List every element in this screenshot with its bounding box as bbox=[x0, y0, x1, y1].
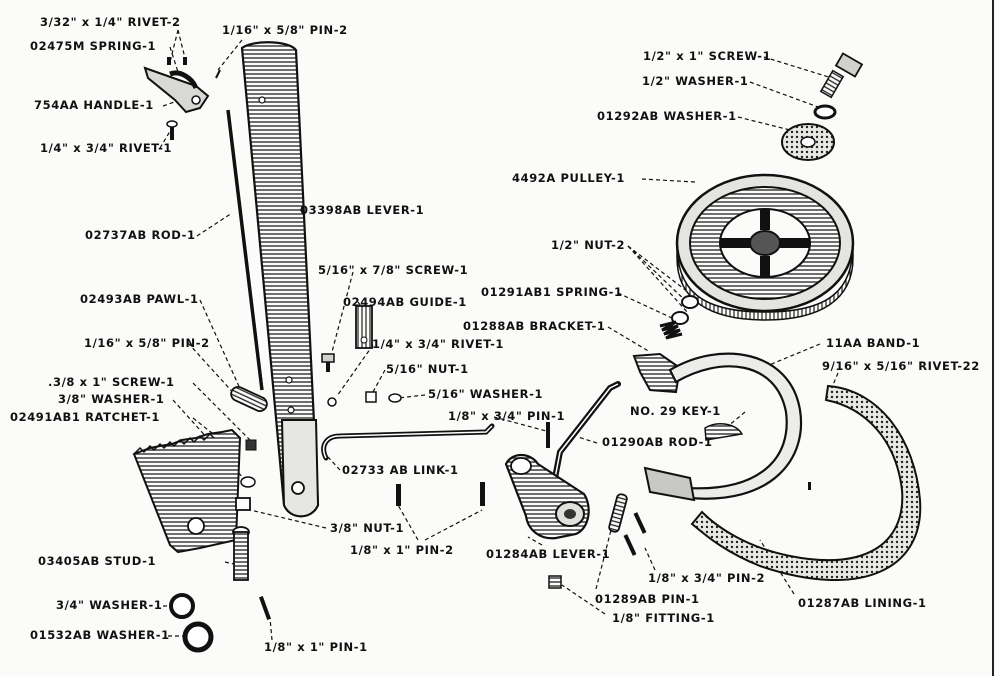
label-rivet-332-x-14: 3/32" x 1/4" RIVET-2 bbox=[40, 15, 181, 29]
label-fitting-18: 1/8" FITTING-1 bbox=[612, 611, 715, 625]
link-part bbox=[321, 423, 495, 461]
label-screw-38-1: .3/8 x 1" SCREW-1 bbox=[48, 375, 175, 389]
label-nut-38: 3/8" NUT-1 bbox=[330, 521, 405, 535]
pin-right-mid-part bbox=[546, 422, 550, 448]
label-washer-01292ab: 01292AB WASHER-1 bbox=[597, 109, 737, 123]
bracket-part bbox=[632, 352, 682, 394]
lining-part bbox=[690, 384, 922, 581]
label-pawl-02493ab: 02493AB PAWL-1 bbox=[80, 292, 199, 306]
pin-mid-parts bbox=[396, 482, 485, 506]
screw-part bbox=[321, 353, 335, 372]
label-rivet-14-34-mid: 1/4" x 3/4" RIVET-1 bbox=[372, 337, 505, 351]
lever-right-part bbox=[504, 453, 590, 540]
ratchet-part bbox=[132, 428, 242, 554]
label-nut-516: 5/16" NUT-1 bbox=[386, 362, 469, 376]
pin-bottom-part bbox=[259, 596, 271, 620]
label-rivet-916-516: 9/16" x 5/16" RIVET-22 bbox=[822, 359, 980, 373]
label-key-no29: NO. 29 KEY-1 bbox=[630, 404, 721, 418]
label-band-11aa: 11AA BAND-1 bbox=[826, 336, 921, 350]
guide-part bbox=[355, 305, 373, 349]
pawl-part bbox=[230, 386, 268, 412]
label-rivet-14-34: 1/4" x 3/4" RIVET-1 bbox=[40, 141, 173, 155]
label-pin-116-58-mid: 1/16" x 5/8" PIN-2 bbox=[84, 336, 210, 350]
label-ratchet-02491ab1: 02491AB1 RATCHET-1 bbox=[10, 410, 161, 424]
label-pin-01289ab: 01289AB PIN-1 bbox=[595, 592, 700, 606]
rivet-small-parts bbox=[167, 57, 187, 65]
pins-right-parts bbox=[623, 512, 647, 556]
rivet-right-part bbox=[808, 482, 811, 490]
label-link-02733ab: 02733 AB LINK-1 bbox=[342, 463, 459, 477]
label-rod-02737ab: 02737AB ROD-1 bbox=[85, 228, 196, 242]
label-nut-12: 1/2" NUT-2 bbox=[551, 238, 626, 252]
label-screw-516-78: 5/16" x 7/8" SCREW-1 bbox=[318, 263, 469, 277]
ratchet-hardware bbox=[235, 439, 257, 511]
label-washer-516: 5/16" WASHER-1 bbox=[428, 387, 544, 401]
label-pin-18-1-bottom: 1/8" x 1" PIN-1 bbox=[264, 640, 368, 654]
key-part bbox=[704, 422, 744, 441]
rod-part bbox=[226, 109, 265, 391]
label-spring-01291ab1: 01291AB1 SPRING-1 bbox=[481, 285, 623, 299]
rod-right-part bbox=[552, 381, 621, 481]
label-guide-02494ab: 02494AB GUIDE-1 bbox=[343, 295, 467, 309]
lever-part bbox=[240, 41, 320, 518]
label-lever-01284ab: 01284AB LEVER-1 bbox=[486, 547, 611, 561]
label-pin-18-34-right: 1/8" x 3/4" PIN-2 bbox=[648, 571, 766, 585]
fitting-part bbox=[548, 575, 562, 589]
pin-01289ab-part bbox=[608, 493, 628, 533]
label-pin-116-58-top: 1/16" x 5/8" PIN-2 bbox=[222, 23, 348, 37]
stud-part bbox=[232, 526, 250, 581]
washer-top-parts bbox=[781, 104, 837, 161]
label-washer-38: 3/8" WASHER-1 bbox=[58, 392, 165, 406]
label-pulley-4492a: 4492A PULLEY-1 bbox=[512, 171, 626, 185]
nut-spring-parts bbox=[659, 295, 699, 340]
label-lever-03398ab: 03398AB LEVER-1 bbox=[300, 203, 425, 217]
label-stud-03405ab: 03405AB STUD-1 bbox=[38, 554, 157, 568]
page-edge-line bbox=[992, 0, 994, 676]
label-washer-34: 3/4" WASHER-1 bbox=[56, 598, 163, 612]
label-pin-18-34-mid: 1/8" x 3/4" PIN-1 bbox=[448, 409, 566, 423]
washer-bottom-parts bbox=[169, 593, 214, 653]
label-lining-01287ab: 01287AB LINING-1 bbox=[798, 596, 927, 610]
label-washer-01532ab: 01532AB WASHER-1 bbox=[30, 628, 170, 642]
label-handle-754aa: 754AA HANDLE-1 bbox=[34, 98, 154, 112]
label-bracket-01288ab: 01288AB BRACKET-1 bbox=[463, 319, 606, 333]
band-part bbox=[643, 352, 803, 502]
label-washer-12: 1/2" WASHER-1 bbox=[642, 74, 749, 88]
rivet-part bbox=[166, 120, 178, 140]
rivet-nut-washer-group bbox=[327, 391, 402, 407]
label-pin-18-1-mid: 1/8" x 1" PIN-2 bbox=[350, 543, 454, 557]
label-screw-12-1: 1/2" x 1" SCREW-1 bbox=[643, 49, 772, 63]
pulley-part bbox=[675, 173, 855, 321]
screw-top-part bbox=[819, 52, 864, 99]
label-spring-02475m: 02475M SPRING-1 bbox=[30, 39, 157, 53]
handle-part bbox=[143, 66, 221, 114]
label-rod-01290ab: 01290AB ROD-1 bbox=[602, 435, 713, 449]
